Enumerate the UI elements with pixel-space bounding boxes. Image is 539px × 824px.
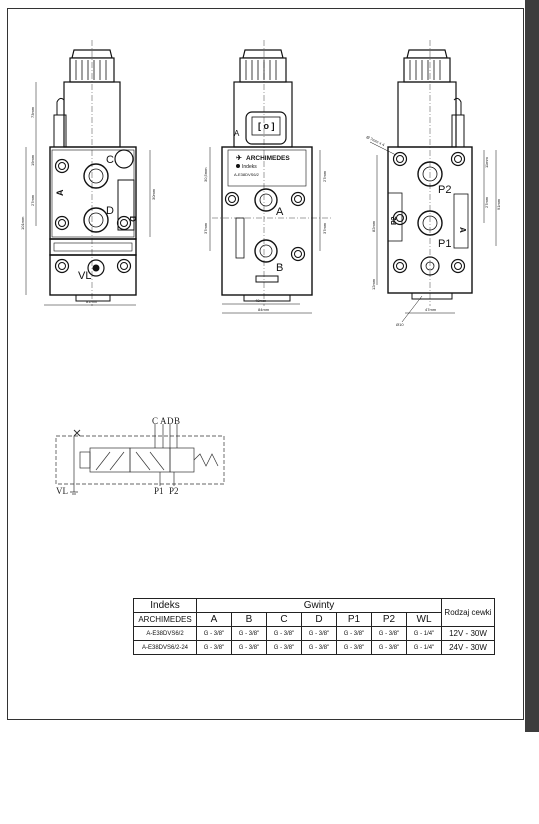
col-index-header: Indeks: [133, 598, 197, 613]
table-row: A-E38DVS6/2 G - 3/8" G - 3/8" G - 3/8" G…: [133, 626, 495, 641]
thread-cell: G - 3/8": [371, 626, 407, 641]
left-dim-h5: 30mm: [151, 188, 156, 200]
port-header: P1: [336, 612, 372, 627]
right-dim-h3: 82mm: [371, 220, 376, 232]
drawing-sheet: [7, 8, 524, 720]
left-dim-h1: 73mm: [30, 106, 35, 118]
center-dim-h2: 37mm: [203, 222, 208, 234]
row-coil: 24V - 30W: [441, 640, 495, 655]
right-dim-h1: 11mm: [484, 157, 489, 168]
right-dim-w: 47mm: [425, 307, 437, 312]
left-dim-w: 81mm: [86, 299, 98, 304]
row-coil: 12V - 30W: [441, 626, 495, 641]
left-dim-h3: 27mm: [30, 194, 35, 206]
col-index-subheader: ARCHIMEDES: [133, 612, 197, 627]
center-dim-h1: 30,5mm: [203, 167, 208, 182]
left-side-label-a: A: [55, 189, 65, 196]
center-dim-h3: 37mm: [322, 222, 327, 234]
left-port-c-label: C: [106, 154, 114, 166]
schematic-port-a: A: [160, 416, 167, 426]
thread-cell: G - 3/8": [336, 640, 372, 655]
port-header: B: [231, 612, 267, 627]
right-dim-h4: 91mm: [496, 198, 501, 210]
thread-cell: G - 3/8": [266, 640, 302, 655]
row-model: A-E38DVS6/2-24: [133, 640, 197, 655]
port-header: A: [196, 612, 232, 627]
right-port-p1-label: P1: [438, 238, 451, 250]
left-port-d-label: D: [106, 205, 114, 217]
schematic-port-b: B: [174, 416, 180, 426]
right-dim-h2: 27mm: [484, 196, 489, 208]
col-coil-header: Rodzaj cewki: [441, 598, 495, 627]
schematic-text: C A D B P1 P2 VL: [56, 416, 180, 496]
right-view: [369, 40, 497, 323]
spec-table: Indeks Gwinty Rodzaj cewki ARCHIMEDES A …: [133, 598, 495, 655]
schematic-port-p2: P2: [169, 486, 179, 496]
port-header: WL: [406, 612, 442, 627]
right-dim-c: Ø10: [396, 322, 404, 327]
brand-name: ARCHIMEDES: [246, 155, 290, 162]
thread-cell: G - 3/8": [231, 626, 267, 641]
right-dim-d1: Ø 7mm x 4: [366, 134, 387, 147]
center-view-text: A [ o ] ✈ ARCHIMEDES Indeks A-E38DVS6/2 …: [203, 121, 327, 312]
col-threads-header: Gwinty: [196, 598, 442, 613]
thread-cell: G - 3/8": [231, 640, 267, 655]
hydraulic-schematic: [55, 424, 225, 495]
right-port-p2-label: P2: [438, 184, 451, 196]
left-view: [25, 40, 151, 306]
center-coil-label: A: [234, 129, 240, 138]
center-dim-w2: 84mm: [258, 307, 270, 312]
port-header: P2: [371, 612, 407, 627]
schematic-port-d: D: [167, 416, 174, 426]
thread-cell: G - 3/8": [196, 640, 232, 655]
port-header: D: [301, 612, 337, 627]
thread-cell: G - 3/8": [371, 640, 407, 655]
port-header: C: [266, 612, 302, 627]
left-dim-h2: 19mm: [30, 154, 35, 166]
page-edge-strip: [525, 0, 539, 732]
schematic-port-p1: P1: [154, 486, 164, 496]
center-view: [209, 40, 332, 314]
table-row: A-E38DVS6/2-24 G - 3/8" G - 3/8" G - 3/8…: [133, 640, 495, 655]
left-view-text: C D VL A D 73mm 19mm 27mm 101mm 30mm 81m…: [20, 106, 156, 304]
schematic-port-c: C: [152, 416, 158, 426]
left-dim-h4: 101mm: [20, 216, 25, 230]
thread-cell: G - 1/4": [406, 626, 442, 641]
index-dot-icon: [236, 164, 240, 168]
left-port-vl-label: VL: [78, 270, 91, 282]
center-dim-w1: 48mm: [255, 298, 267, 303]
index-word: Indeks: [242, 164, 257, 170]
connector-glyph: [ o ]: [258, 121, 275, 131]
schematic-drain-vl: VL: [56, 486, 68, 496]
right-dim-h5: 12mm: [371, 278, 376, 290]
row-model: A-E38DVS6/2: [133, 626, 197, 641]
thread-cell: G - 3/8": [301, 640, 337, 655]
thread-cell: G - 3/8": [196, 626, 232, 641]
center-port-a-label: A: [276, 206, 284, 218]
center-port-b-label: B: [276, 262, 283, 274]
right-side-label-a: A: [458, 227, 467, 233]
model-plate: A-E38DVS6/2: [234, 172, 260, 177]
right-view-text: P2 P1 P2 A Ø 7mm x 4 11mm 27mm 82mm 91mm…: [366, 134, 501, 327]
thread-cell: G - 3/8": [336, 626, 372, 641]
right-side-label-p2: P2: [391, 216, 398, 225]
brand-logo-icon: ✈: [236, 154, 242, 162]
thread-cell: G - 3/8": [301, 626, 337, 641]
thread-cell: G - 3/8": [266, 626, 302, 641]
thread-cell: G - 1/4": [406, 640, 442, 655]
left-side-label-d: D: [128, 216, 137, 222]
center-dim-h4: 27mm: [322, 170, 327, 182]
